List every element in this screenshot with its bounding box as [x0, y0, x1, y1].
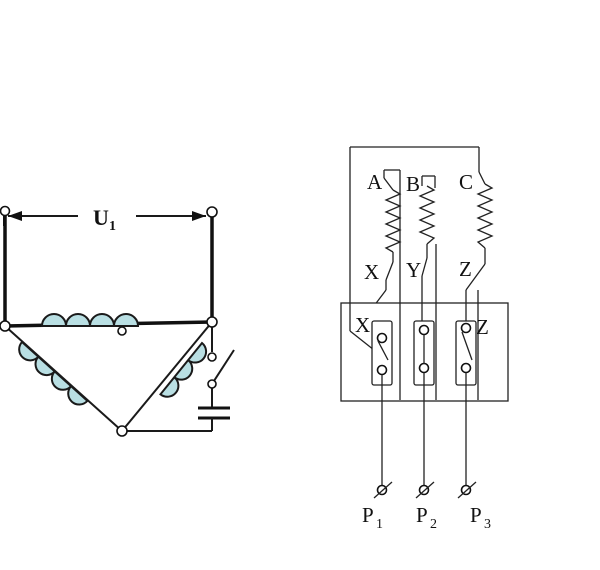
left-winding-coil	[18, 340, 89, 406]
switch-contact	[207, 352, 217, 362]
power-label-p2-sub: 2	[430, 517, 437, 532]
coil-label-z: Z	[459, 257, 472, 281]
junction-node	[117, 326, 127, 336]
switch-contact	[207, 379, 217, 389]
delta-winding-diagram: U 1	[0, 205, 235, 437]
junction-node	[206, 316, 218, 328]
power-label-p2: P	[416, 503, 428, 527]
terminal-board-diagram: A B C X Y Z X Z	[340, 146, 509, 532]
coil-label-b: B	[406, 172, 420, 196]
coil-label-y: Y	[406, 258, 421, 282]
junction-node	[116, 425, 128, 437]
voltage-subscript: 1	[109, 219, 116, 234]
power-label-p3: P	[470, 503, 482, 527]
terminal-node	[0, 205, 11, 217]
coil-label-x: X	[364, 260, 379, 284]
junction-node	[0, 320, 11, 332]
terminal-block-1	[371, 320, 393, 386]
coil-label-c: C	[459, 170, 473, 194]
top-winding-coil	[40, 313, 140, 327]
terminal-node	[206, 206, 218, 218]
supply-leads	[373, 373, 477, 499]
board-label-x: X	[355, 313, 370, 337]
delta-right-wire	[121, 321, 213, 432]
board-label-z: Z	[476, 315, 489, 339]
switch-blade	[211, 349, 235, 385]
power-label-p1: P	[362, 503, 374, 527]
terminal-block-2	[413, 320, 435, 386]
power-label-p3-sub: 3	[484, 517, 491, 532]
coil-label-a: A	[367, 170, 383, 194]
voltage-label: U	[93, 205, 109, 230]
power-label-p1-sub: 1	[376, 517, 383, 532]
right-winding-coil	[159, 341, 208, 398]
